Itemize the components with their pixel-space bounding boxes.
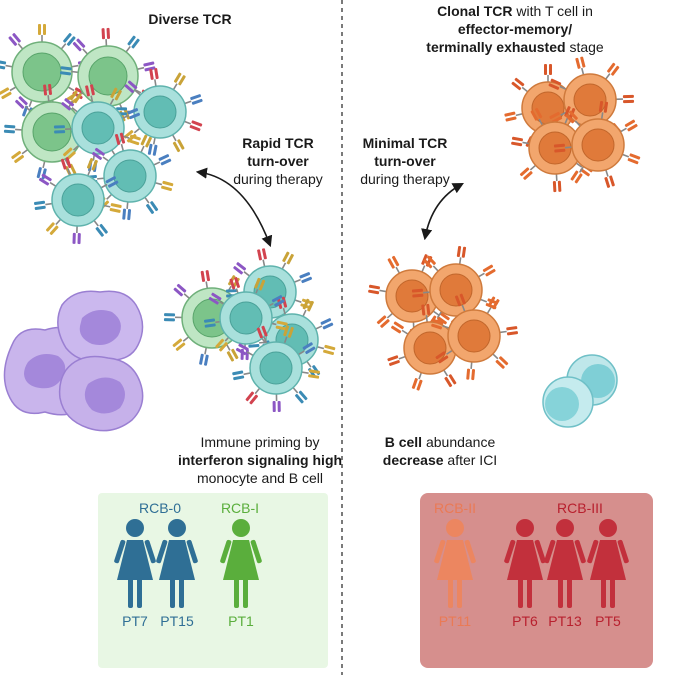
group-label-rcb1: RCB-I bbox=[220, 500, 260, 516]
b-cell-icon bbox=[542, 354, 618, 428]
tcr-receptor-icon bbox=[43, 83, 53, 105]
group-label-rcb2: RCB-II bbox=[434, 500, 476, 516]
female-person-icon bbox=[587, 519, 629, 608]
tcr-receptor-icon bbox=[38, 24, 46, 44]
double-arrow-icon bbox=[195, 167, 273, 248]
minimal-turnover-label: Minimal TCR turn-over during therapy bbox=[360, 135, 450, 187]
group-label-rcb0: RCB-0 bbox=[138, 500, 181, 516]
patient-id: PT7 bbox=[122, 613, 148, 629]
t-cell-icon bbox=[431, 293, 519, 381]
patient-id: PT1 bbox=[228, 613, 254, 629]
female-person-icon bbox=[434, 519, 476, 608]
group-label-rcb3: RCB-III bbox=[557, 500, 603, 516]
responder-panel bbox=[98, 493, 328, 668]
tcr-receptor-icon bbox=[552, 171, 562, 193]
t-cell-icon bbox=[203, 277, 288, 361]
t-cell-icon bbox=[232, 325, 320, 413]
tcr-receptor-icon bbox=[101, 27, 111, 49]
t-cell-icon bbox=[553, 101, 641, 188]
female-person-icon bbox=[114, 519, 156, 608]
tcr-receptor-icon bbox=[72, 223, 81, 245]
patient-id: PT6 bbox=[512, 613, 538, 629]
tcr-receptor-icon bbox=[456, 246, 467, 267]
clonal-tcr-cluster-after bbox=[368, 246, 519, 391]
tcr-receptor-icon bbox=[272, 391, 281, 413]
tcr-receptor-icon bbox=[613, 94, 635, 104]
patient-id: PT15 bbox=[160, 613, 194, 629]
tcr-receptor-icon bbox=[411, 288, 433, 298]
female-person-icon bbox=[220, 519, 262, 608]
patient-id: PT13 bbox=[548, 613, 582, 629]
patient-id: PT5 bbox=[595, 613, 621, 629]
after-therapy-cluster bbox=[163, 248, 336, 413]
tcr-receptor-icon bbox=[34, 200, 55, 210]
b-cell-caption: B cell abundance decrease after ICI bbox=[382, 434, 498, 468]
left-header: Diverse TCR bbox=[148, 11, 232, 27]
t-cell-icon bbox=[34, 157, 122, 245]
female-person-icon bbox=[156, 519, 198, 608]
right-header: Clonal TCR with T cell in effector-memor… bbox=[426, 3, 604, 55]
monocyte-icon bbox=[3, 290, 144, 432]
patient-figures bbox=[114, 519, 629, 608]
rapid-turnover-label: Rapid TCR turn-over during therapy bbox=[233, 135, 323, 187]
tcr-receptor-icon bbox=[544, 64, 552, 84]
patient-id: PT11 bbox=[438, 613, 472, 629]
female-person-icon bbox=[504, 519, 546, 608]
double-arrow-icon bbox=[421, 182, 464, 241]
t-cell-icon bbox=[411, 246, 499, 333]
clonal-tcr-cluster bbox=[504, 56, 641, 193]
tcr-receptor-icon bbox=[163, 313, 185, 322]
immune-priming-caption: Immune priming by interferon signaling h… bbox=[177, 434, 343, 486]
tcr-receptor-icon bbox=[421, 303, 431, 325]
diverse-tcr-cluster bbox=[0, 24, 203, 245]
non-responder-panel bbox=[420, 493, 653, 668]
female-person-icon bbox=[544, 519, 586, 608]
